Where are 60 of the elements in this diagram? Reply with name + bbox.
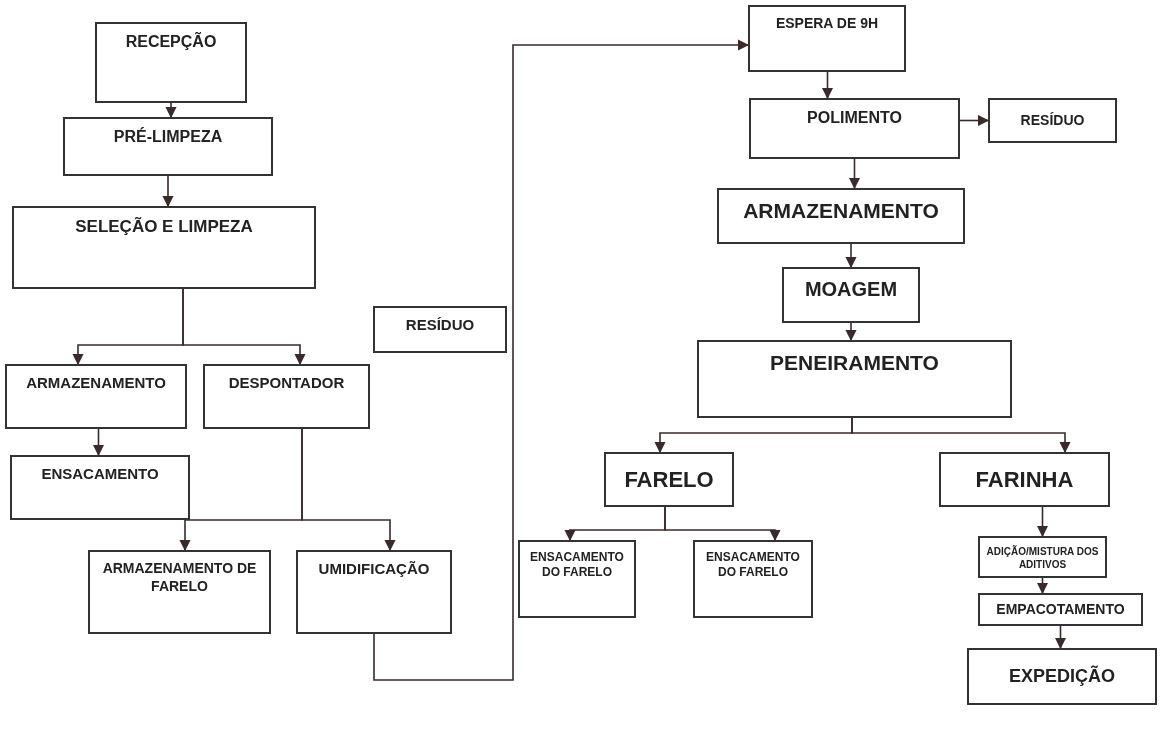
box-label: RESÍDUO (405, 316, 475, 335)
box-label: PRÉ-LIMPEZA (113, 127, 223, 147)
box-label: FARELO (624, 465, 714, 494)
box-label: MOAGEM (804, 277, 898, 302)
arrow (959, 114, 990, 127)
arrow (165, 102, 177, 119)
process-box (296, 550, 452, 634)
arrow (301, 428, 396, 552)
process-box (967, 648, 1157, 705)
box-label: ESPERA DE 9H (775, 15, 879, 33)
process-box (748, 5, 906, 72)
box-label: DESPONTADOR (228, 374, 345, 393)
box-label: ARMAZENAMENTO DE FARELO (101, 560, 258, 595)
process-box (95, 22, 247, 103)
arrow (845, 243, 857, 269)
process-box (939, 452, 1110, 507)
arrow (182, 288, 306, 366)
process-box (988, 98, 1117, 143)
arrow (1054, 625, 1067, 650)
process-box (10, 455, 190, 520)
arrow (821, 71, 834, 100)
process-box (978, 593, 1143, 626)
process-box (5, 364, 187, 429)
arrow (1036, 506, 1049, 538)
box-label: SELEÇÃO E LIMPEZA (75, 216, 253, 238)
arrow (845, 322, 857, 342)
box-label: PENEIRAMENTO (770, 350, 939, 376)
box-label: ENSACAMENTO DO FARELO (529, 550, 625, 580)
process-box (978, 536, 1107, 578)
box-label: EXPEDIÇÃO (1009, 665, 1115, 688)
process-box (373, 306, 507, 353)
process-box (518, 540, 636, 618)
process-box (604, 452, 734, 507)
arrow (373, 39, 750, 681)
process-box (749, 98, 960, 159)
box-label: UMIDIFICAÇÃO (318, 560, 430, 579)
arrow (848, 158, 861, 190)
process-box (717, 188, 965, 244)
process-box (203, 364, 370, 429)
box-label: ENSACAMENTO (41, 465, 159, 484)
arrow (162, 175, 174, 208)
box-label: ADIÇÃO/MISTURA DOS ADITIVOS (985, 546, 1100, 571)
arrow (92, 428, 105, 457)
process-box (63, 117, 273, 176)
process-box (782, 267, 920, 323)
box-label: EMPACOTAMENTO (996, 600, 1125, 619)
box-label: ENSACAMENTO DO FARELO (705, 550, 801, 580)
box-label: ARMAZENAMENTO (26, 374, 166, 393)
arrow (851, 417, 1071, 454)
process-box (697, 340, 1012, 418)
process-box (12, 206, 316, 289)
box-label: FARINHA (975, 465, 1074, 494)
arrow (664, 506, 781, 542)
box-label: ARMAZENAMENTO (743, 198, 939, 224)
box-label: RECEPÇÃO (125, 32, 217, 52)
box-label: POLIMENTO (807, 108, 902, 128)
process-box (88, 550, 271, 634)
process-box (693, 540, 813, 618)
arrow (1036, 577, 1049, 595)
box-label: RESÍDUO (1020, 111, 1085, 130)
